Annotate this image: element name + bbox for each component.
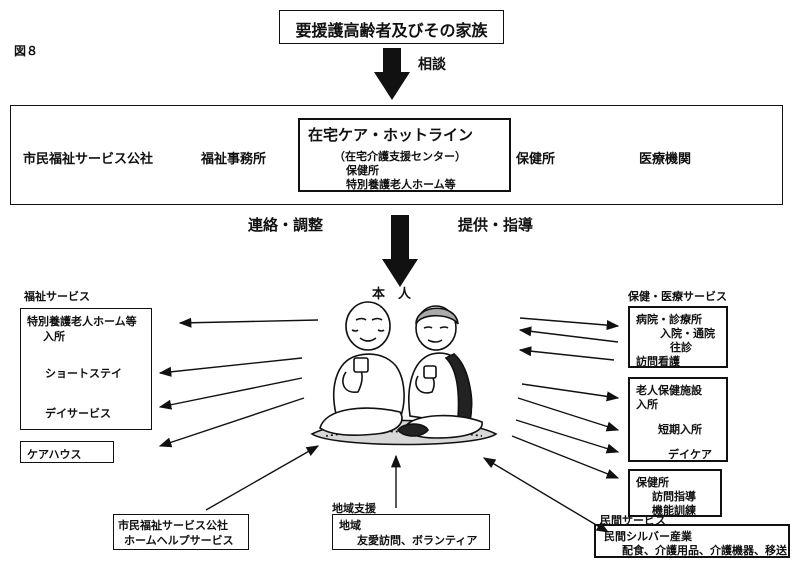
arrow-to-facility-2 (517, 397, 620, 432)
arrow-to-welfare-3 (158, 377, 303, 410)
health-sub1: 訪問指導 (652, 490, 696, 503)
hotline-title: 在宅ケア・ホットライン (308, 126, 474, 144)
community-box: 地域 友愛訪問、ボランティア (332, 514, 490, 550)
facility-box: 老人保健施設 入所 短期入所 デイケア (628, 377, 728, 462)
welfare-item2: ショートステイ (45, 367, 122, 380)
hotline-sub1: （在宅介護支援センター） (334, 150, 466, 163)
private-heading: 民間サービス (600, 514, 666, 527)
arrow-to-carehouse (158, 397, 305, 448)
arrow-from-homehelp (205, 445, 320, 511)
arrow-down-icon (374, 48, 410, 100)
welfare-item3: デイサービス (45, 407, 111, 420)
homehelp-line2: ホームヘルプサービス (124, 534, 234, 547)
welfare-item1: 特別養護老人ホーム等 (27, 315, 137, 328)
center-right1: 保健所 (516, 152, 556, 167)
facility-sub3: デイケア (668, 448, 712, 461)
arrow-to-health (511, 435, 620, 479)
consult-label: 相談 (418, 57, 446, 73)
center-right2: 医療機関 (639, 152, 692, 167)
elderly-couple-illustration (310, 301, 498, 446)
hotline-sub2: 保健所 (346, 164, 379, 177)
top-box: 要援護高齢者及びその家族 (279, 10, 504, 44)
facility-sub2: 短期入所 (658, 423, 702, 436)
provide-label: 提供・指導 (458, 216, 534, 234)
hotline-box: 在宅ケア・ホットライン （在宅介護支援センター） 保健所 特別養護老人ホーム等 (298, 118, 511, 192)
contact-label: 連絡・調整 (248, 216, 324, 234)
community-line2: 友愛訪問、ボランティア (357, 534, 478, 547)
hospital-sub2: 往診 (670, 341, 692, 354)
arrow-private (482, 457, 610, 533)
welfare-heading: 福祉サービス (24, 290, 90, 303)
hospital-sub3: 訪問看護 (636, 355, 680, 368)
top-box-label: 要援護高齢者及びその家族 (295, 21, 488, 40)
health-box: 保健所 訪問指導 機能訓練 (628, 469, 722, 517)
facility-label: 老人保健施設 (636, 384, 702, 397)
welfare-box: 特別養護老人ホーム等 入所 ショートステイ デイサービス (20, 308, 152, 430)
health-sub2: 機能訓練 (652, 504, 696, 517)
arrow-to-facility-1 (521, 383, 620, 402)
homehelp-line1: 市民福祉サービス公社 (118, 519, 228, 532)
arrow-to-welfare-2 (158, 357, 303, 377)
private-line2: 配食、介護用品、介護機器、移送 (622, 544, 787, 557)
arrow-to-welfare-1 (178, 317, 319, 328)
facility-sub1: 入所 (636, 398, 658, 411)
health-label: 保健所 (636, 476, 669, 489)
hospital-label: 病院・診療所 (636, 313, 702, 326)
private-line1: 民間シルバー産業 (604, 530, 692, 543)
arrow-down-icon (382, 215, 418, 287)
center-left2: 福祉事務所 (201, 152, 267, 167)
figure-label: 図８ (14, 44, 39, 58)
welfare-item4: ケアハウス (27, 448, 82, 461)
arrow-from-hospital (518, 326, 619, 343)
arrow-to-facility-3 (515, 419, 620, 454)
homehelp-box: 市民福祉サービス公社 ホームヘルプサービス (113, 514, 249, 550)
community-heading: 地域支援 (332, 502, 376, 515)
arrow-to-hospital-1 (519, 317, 620, 331)
carehouse-box: ケアハウス (20, 441, 114, 463)
private-box: 民間シルバー産業 配食、介護用品、介護機器、移送 (594, 524, 790, 558)
person-label: 本 人 (372, 287, 412, 302)
welfare-item1-sub: 入所 (43, 330, 65, 343)
community-line1: 地域 (339, 519, 361, 532)
hospital-sub1: 入院・通院 (660, 327, 715, 340)
center-left1: 市民福祉サービス公社 (23, 152, 154, 167)
arrow-to-hospital-2 (518, 346, 615, 361)
hospital-box: 病院・診療所 入院・通院 往診 訪問看護 (628, 306, 728, 368)
medical-heading: 保健・医療サービス (628, 290, 727, 303)
hotline-sub3: 特別養護老人ホーム等 (346, 178, 456, 191)
